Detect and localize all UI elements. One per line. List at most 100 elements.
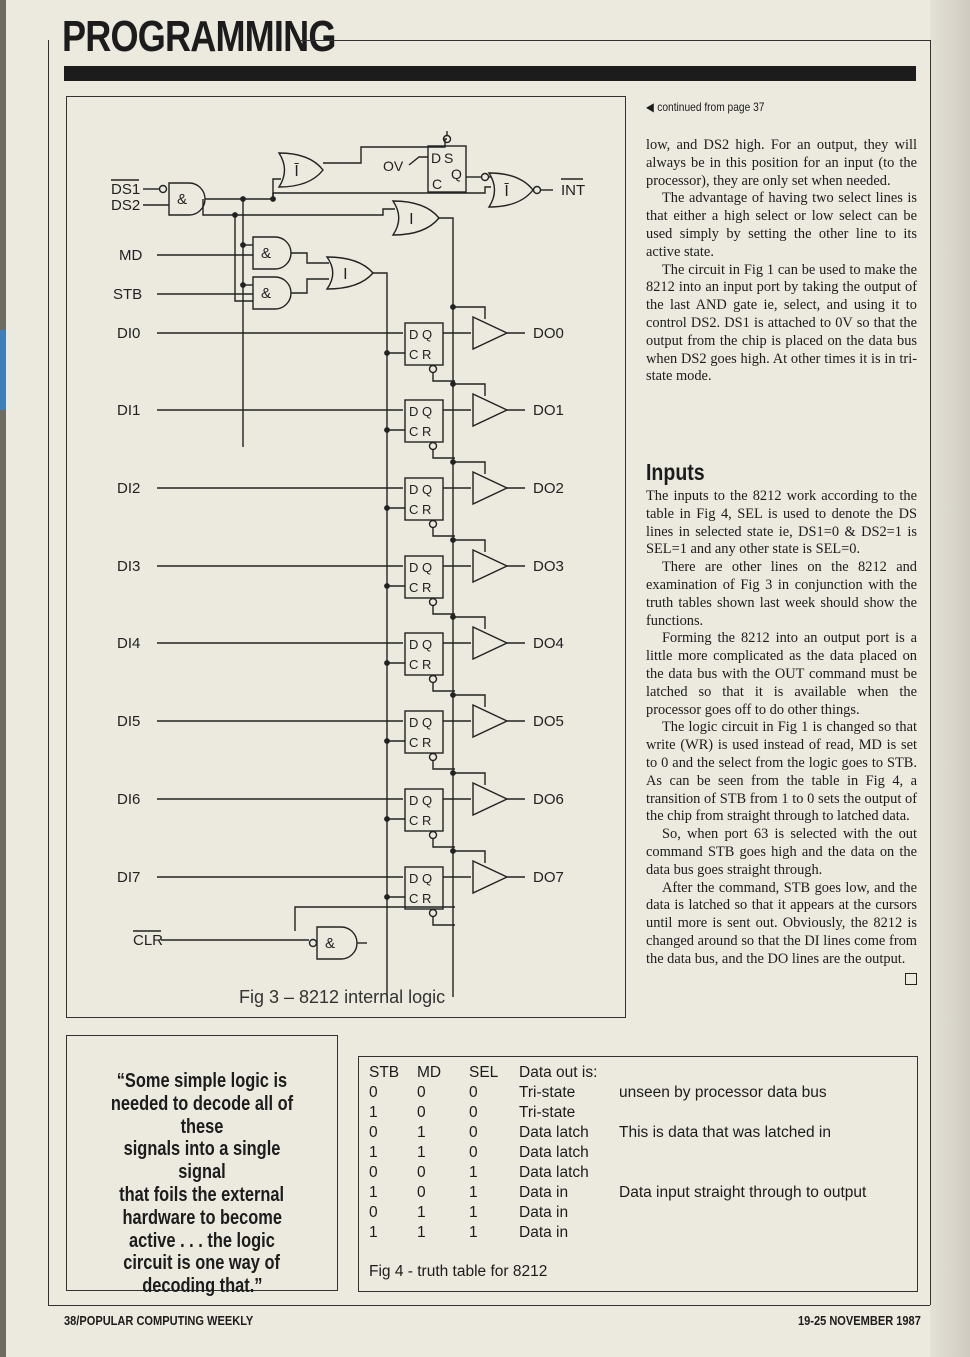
pull-quote-line: circuit is one way of bbox=[123, 1252, 281, 1275]
output-label-do0: DO0 bbox=[533, 325, 564, 342]
latch-cr-label: C R bbox=[409, 424, 431, 439]
wire bbox=[432, 839, 455, 848]
table-cell: 1 bbox=[369, 1104, 378, 1121]
latch-cr-label: C R bbox=[409, 657, 431, 672]
clr-and-gate bbox=[316, 926, 358, 960]
table-cell: 0 bbox=[369, 1204, 378, 1221]
junction-dot bbox=[384, 583, 390, 589]
junction-dot bbox=[240, 196, 246, 202]
output-buffer-2 bbox=[472, 470, 509, 506]
table-cell: 0 bbox=[469, 1104, 478, 1121]
table-cell: Data latch bbox=[519, 1124, 589, 1141]
table-cell: Data latch bbox=[519, 1164, 589, 1181]
table-cell: Data in bbox=[519, 1204, 569, 1221]
header-rule bbox=[300, 40, 930, 41]
table-cell: Data input straight through to output bbox=[619, 1184, 867, 1201]
section-title: PROGRAMMING bbox=[62, 12, 336, 61]
status-flipflop bbox=[427, 145, 467, 193]
table-cell: STB bbox=[369, 1064, 400, 1081]
frame-right-rule bbox=[930, 40, 931, 1305]
md-and-gate bbox=[252, 236, 292, 270]
latch-dq-label: D Q bbox=[409, 715, 432, 730]
latch-dq-label: D Q bbox=[409, 327, 432, 342]
pull-quote-line: that foils the external bbox=[119, 1183, 285, 1206]
junction-dot bbox=[450, 304, 456, 310]
latch-dq-label: D Q bbox=[409, 404, 432, 419]
table-cell: 1 bbox=[417, 1224, 426, 1241]
article-paragraph: low, and DS2 high. For an output, they w… bbox=[646, 137, 917, 189]
latch-cr-label: C R bbox=[409, 891, 431, 906]
latch-dq-label: D Q bbox=[409, 560, 432, 575]
continued-text: continued from page 37 bbox=[657, 100, 765, 114]
stb-and-gate bbox=[252, 276, 292, 310]
and-gate-symbol: & bbox=[325, 935, 335, 952]
flipflop-c: C bbox=[432, 176, 442, 192]
wire bbox=[453, 616, 486, 629]
output-label-do7: DO7 bbox=[533, 869, 564, 886]
wire bbox=[408, 156, 428, 166]
ds-and-gate bbox=[168, 182, 206, 216]
input-label-di1: DI1 bbox=[117, 402, 140, 419]
output-label-do3: DO3 bbox=[533, 558, 564, 575]
or-gate-symbol: Ī bbox=[504, 182, 509, 200]
input-label-di2: DI2 bbox=[117, 480, 140, 497]
inversion-bubble bbox=[158, 184, 168, 194]
input-label-md: MD bbox=[119, 247, 142, 264]
wire bbox=[453, 539, 486, 552]
wire bbox=[432, 450, 455, 459]
output-buffer-6 bbox=[472, 781, 509, 817]
table-cell: Data in bbox=[519, 1184, 569, 1201]
wire bbox=[453, 850, 486, 863]
latch-cr-label: C R bbox=[409, 580, 431, 595]
junction-dot bbox=[232, 212, 238, 218]
table-cell: 0 bbox=[369, 1084, 378, 1101]
wire bbox=[453, 694, 486, 707]
footer-page-label: 38/POPULAR COMPUTING WEEKLY bbox=[64, 1313, 254, 1328]
junction-dot bbox=[384, 894, 390, 900]
table-cell: This is data that was latched in bbox=[619, 1124, 831, 1141]
table-cell: Tri-state bbox=[519, 1104, 576, 1121]
latch-dq-label: D Q bbox=[409, 637, 432, 652]
wire bbox=[432, 683, 455, 692]
input-label-stb: STB bbox=[113, 286, 142, 303]
table-cell: 1 bbox=[369, 1144, 378, 1161]
inversion-bubble bbox=[428, 830, 438, 840]
junction-dot bbox=[240, 282, 246, 288]
wire bbox=[453, 772, 486, 785]
output-label-do1: DO1 bbox=[533, 402, 564, 419]
pull-quote-line: needed to decode all of these bbox=[110, 1092, 294, 1138]
table-cell: 1 bbox=[369, 1224, 378, 1241]
or-gate-symbol: I bbox=[409, 211, 413, 228]
table-cell: MD bbox=[417, 1064, 442, 1081]
latch-6 bbox=[404, 788, 444, 832]
latch-2 bbox=[404, 477, 444, 521]
circuit-wires bbox=[111, 131, 583, 997]
wire bbox=[432, 528, 455, 537]
wire bbox=[453, 306, 486, 319]
wire bbox=[432, 761, 455, 770]
left-arrow-icon: ◀ bbox=[646, 100, 654, 114]
inversion-bubble bbox=[428, 597, 438, 607]
article-paragraph: So, when port 63 is selected with the ou… bbox=[646, 826, 917, 878]
article-paragraph: The advantage of having two select lines… bbox=[646, 190, 917, 260]
and-gate-symbol: & bbox=[261, 245, 271, 262]
pull-quote-line: “Some simple logic is bbox=[116, 1070, 288, 1092]
table-cell: Data out is: bbox=[519, 1064, 598, 1081]
output-buffer-4 bbox=[472, 625, 509, 661]
article-paragraph: The logic circuit in Fig 1 is changed so… bbox=[646, 719, 917, 825]
inversion-bubble bbox=[428, 674, 438, 684]
table-cell: 1 bbox=[417, 1124, 426, 1141]
pull-quote-line: decoding that.” bbox=[141, 1275, 263, 1298]
input-label-ds2: DS2 bbox=[111, 197, 140, 214]
latch-cr-label: C R bbox=[409, 502, 431, 517]
output-label-do2: DO2 bbox=[533, 480, 564, 497]
latch-dq-label: D Q bbox=[409, 793, 432, 808]
frame-bottom-rule bbox=[48, 1305, 930, 1306]
latch-cr-label: C R bbox=[409, 735, 431, 750]
output-buffer-0 bbox=[472, 315, 509, 351]
table-cell: 1 bbox=[469, 1204, 478, 1221]
table-cell: Tri-state bbox=[519, 1084, 576, 1101]
table-cell: 0 bbox=[417, 1084, 426, 1101]
wire bbox=[432, 917, 455, 926]
